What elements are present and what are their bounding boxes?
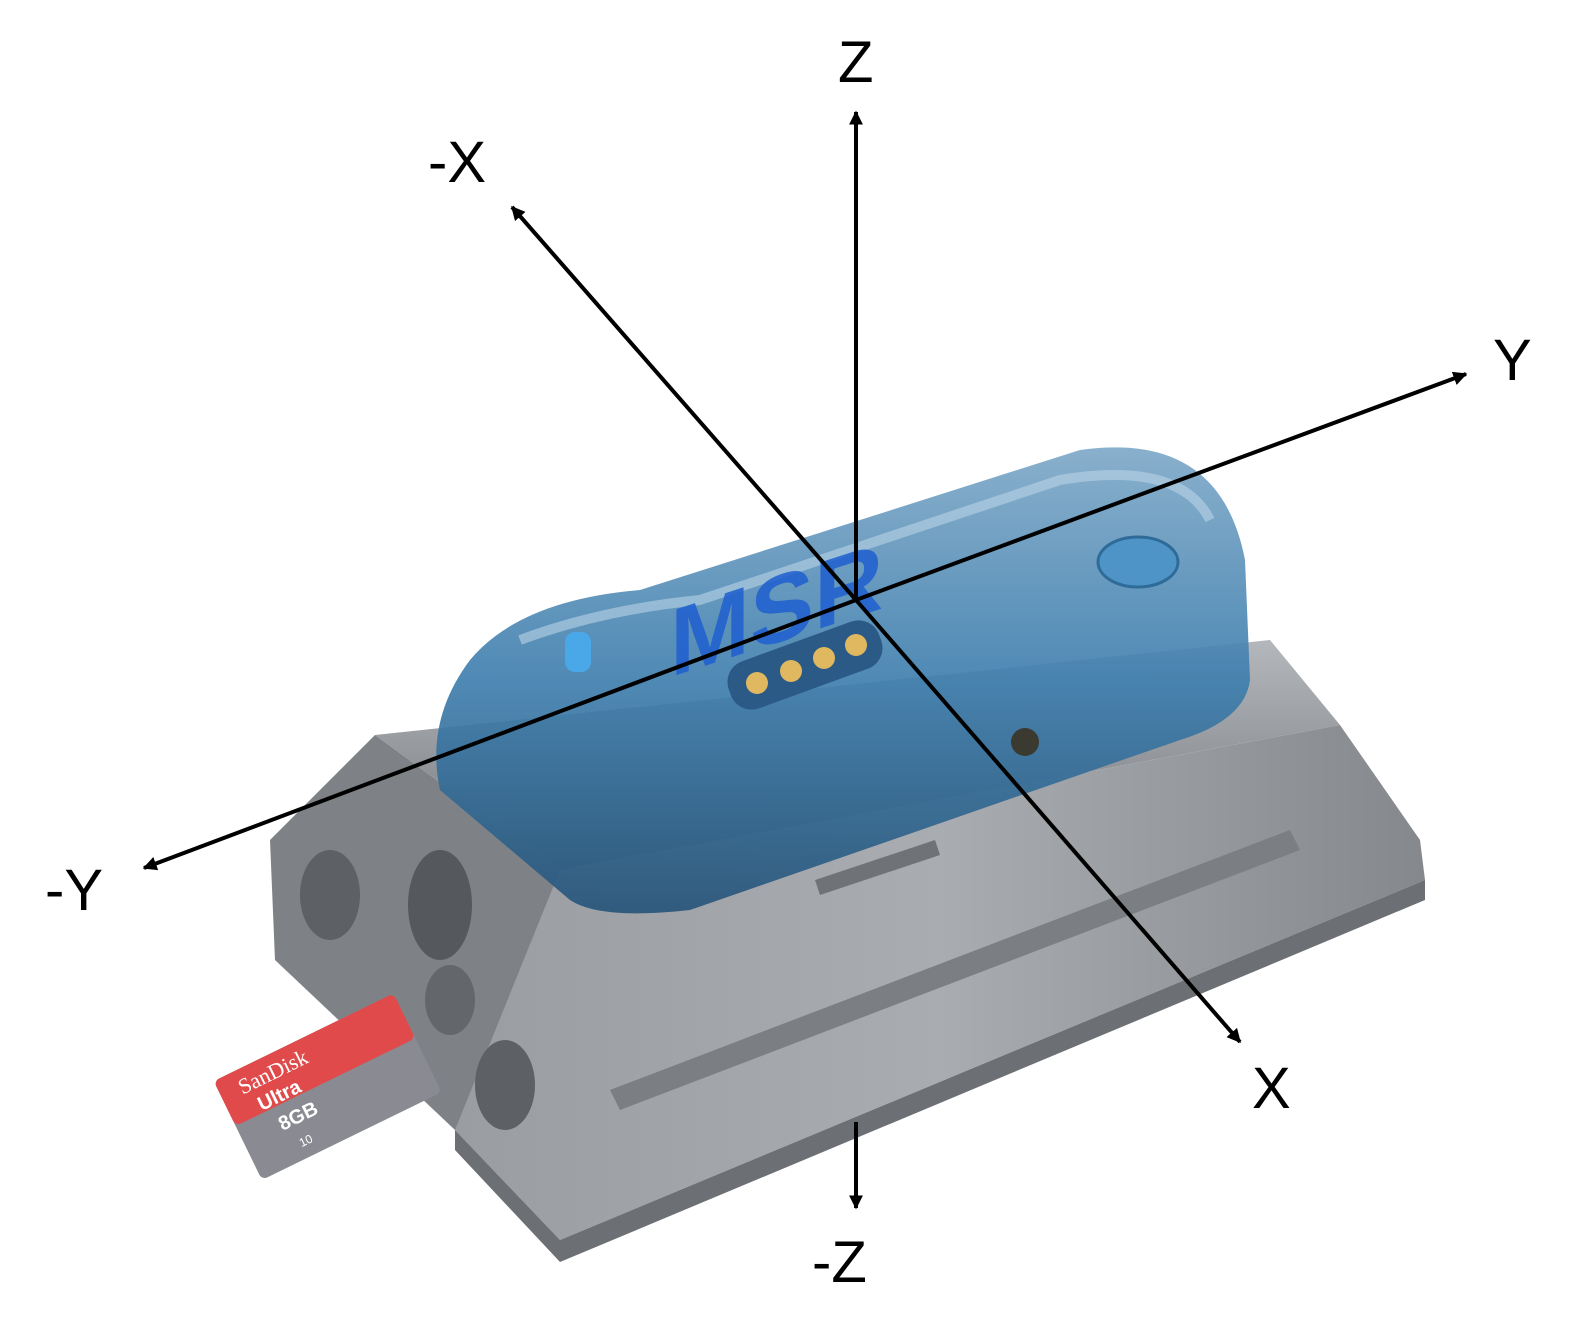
- negative-y-axis-label: -Y: [45, 858, 103, 923]
- sd-card: SanDisk Ultra 8GB 10: [215, 995, 440, 1178]
- cover-dome: [436, 447, 1250, 914]
- push-button-icon: [565, 632, 591, 672]
- x-axis-label: X: [1252, 1056, 1291, 1121]
- sd-card-red-band: [215, 995, 414, 1125]
- negative-x-axis-label: -X: [428, 130, 486, 195]
- screw-hole: [300, 850, 360, 940]
- cover-highlight: [518, 470, 1215, 645]
- negative-x-axis-arrow: [510, 205, 858, 602]
- negative-z-axis-label: -Z: [812, 1230, 867, 1295]
- dome-light-sensor: [1096, 535, 1180, 589]
- negative-y-axis-arrow: [142, 598, 857, 871]
- charging-contacts: [727, 620, 883, 710]
- coordinate-axes: [142, 110, 1468, 1210]
- screw-hole: [475, 1040, 535, 1130]
- screw-hole: [425, 965, 475, 1035]
- x-axis-arrow: [854, 598, 1242, 1044]
- contact-pin: [746, 672, 768, 694]
- contact-pin: [845, 634, 867, 656]
- contact-pin: [780, 660, 802, 682]
- screw-hole: [408, 850, 472, 960]
- z-axis-label: Z: [838, 30, 873, 95]
- y-axis-arrow: [855, 371, 1468, 602]
- front-groove: [610, 830, 1300, 1110]
- contact-pin: [813, 647, 835, 669]
- y-axis-label: Y: [1493, 328, 1532, 393]
- sensor-port: [1011, 728, 1039, 756]
- side-slot: [815, 840, 940, 895]
- sd-card-class: 10: [297, 1131, 315, 1150]
- translucent-cover: MSR: [436, 447, 1250, 914]
